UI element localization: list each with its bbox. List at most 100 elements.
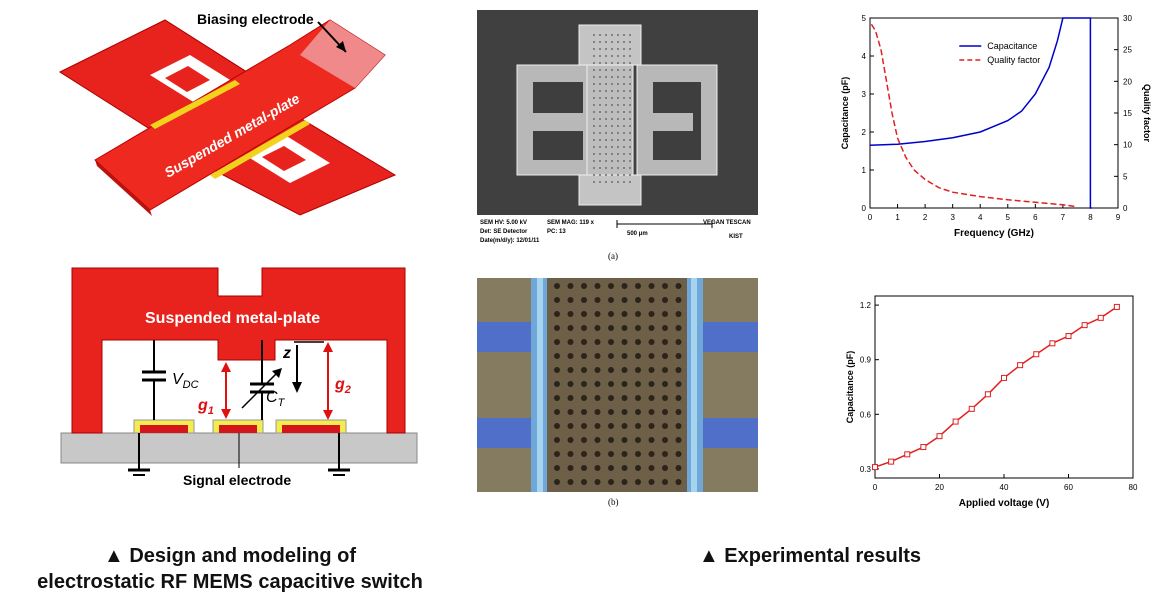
micro-hole [567, 437, 574, 443]
micro-hole [675, 409, 682, 415]
y2-tick-label: 25 [1123, 46, 1132, 55]
micro-hole [621, 395, 628, 401]
sem-hole [611, 174, 613, 176]
micro-hole [554, 409, 560, 415]
sem-hole [617, 97, 619, 99]
sem-hole [599, 55, 601, 57]
micro-hole [662, 339, 668, 345]
sem-hole [605, 118, 607, 120]
sem-hole [629, 104, 631, 106]
sem-hole [617, 55, 619, 57]
sem-hole [629, 153, 631, 155]
sem-hole [617, 153, 619, 155]
x-tick-label: 5 [1006, 213, 1011, 222]
sem-hole [629, 132, 631, 134]
sem-hole [599, 97, 601, 99]
sem-hole [629, 34, 631, 36]
sem-hole [599, 48, 601, 50]
micro-hole [608, 297, 614, 303]
micro-hole [554, 353, 560, 359]
x-tick-label: 80 [1129, 483, 1138, 492]
micro-hole [635, 311, 641, 317]
sem-hole [593, 160, 595, 162]
ct-label: CT [266, 389, 286, 409]
sem-hole [629, 174, 631, 176]
micro-hole [581, 339, 587, 345]
sem-hole [623, 41, 625, 43]
micro-hole [567, 311, 574, 317]
sem-hole [593, 132, 595, 134]
micro-hole [675, 395, 682, 401]
data-point [904, 451, 911, 458]
quality-factor-series-line [870, 23, 1077, 208]
sem-hole [611, 34, 613, 36]
sem-hole [617, 34, 619, 36]
sem-hole [623, 146, 625, 148]
micro-hole [662, 353, 668, 359]
vdc-label: VDC [172, 371, 199, 391]
micro-hole [554, 465, 560, 471]
micro-hole [608, 437, 614, 443]
micro-hole [648, 353, 655, 359]
data-point [1113, 303, 1120, 310]
sem-hole [599, 167, 601, 169]
sem-hole [593, 167, 595, 169]
micro-hole [581, 283, 587, 289]
micro-hole [621, 339, 628, 345]
sem-hole [599, 181, 601, 183]
micro-hole [675, 297, 682, 303]
micro-hole [594, 353, 601, 359]
micro-hole [662, 465, 668, 471]
sem-hole [599, 118, 601, 120]
micro-hole [662, 409, 668, 415]
x-tick-label: 9 [1116, 213, 1121, 222]
micro-hole [648, 381, 655, 387]
sem-hole [629, 181, 631, 183]
sem-hole [593, 76, 595, 78]
sem-hole [623, 153, 625, 155]
sem-hole [611, 125, 613, 127]
micro-hole [662, 423, 668, 429]
micro-hole [635, 381, 641, 387]
sem-hole [605, 62, 607, 64]
x-tick-label: 0 [868, 213, 873, 222]
design-caption-line1: ▲ Design and modeling of [103, 545, 357, 567]
sem-hole [611, 181, 613, 183]
g2-label: g2 [334, 376, 351, 396]
sem-hole [611, 97, 613, 99]
data-point [1081, 322, 1088, 329]
sem-hole [629, 111, 631, 113]
x-tick-label: 4 [978, 213, 983, 222]
x-tick-label: 1 [895, 213, 900, 222]
sem-det: Det: SE Detector [480, 229, 528, 235]
sem-vendor: VEGAN TESCAN [703, 220, 751, 226]
micro-hole [554, 381, 560, 387]
micro-hole [554, 423, 560, 429]
y-tick-label: 5 [862, 14, 867, 23]
y2-tick-label: 5 [1123, 172, 1128, 181]
sem-hole [605, 55, 607, 57]
sem-mag: SEM MAG: 119 x [547, 220, 595, 226]
micro-hole [594, 423, 601, 429]
micro-hole [581, 325, 587, 331]
sem-hole [617, 167, 619, 169]
sem-hole [623, 97, 625, 99]
data-point [1001, 374, 1007, 381]
data-point [1065, 333, 1072, 340]
x-tick-label: 0 [873, 483, 878, 492]
capacitance-series-line [869, 17, 1092, 209]
sem-hole [623, 62, 625, 64]
micro-hole [662, 297, 668, 303]
sem-hole [611, 62, 613, 64]
micro-hole [594, 325, 601, 331]
micro-hole [648, 409, 655, 415]
micro-hole [567, 297, 574, 303]
y-tick-label: 0.6 [860, 410, 872, 419]
sem-hole [611, 69, 613, 71]
sem-hole [629, 90, 631, 92]
sem-hole [623, 34, 625, 36]
sem-hole [605, 76, 607, 78]
sem-hole [599, 160, 601, 162]
sem-hole [599, 132, 601, 134]
